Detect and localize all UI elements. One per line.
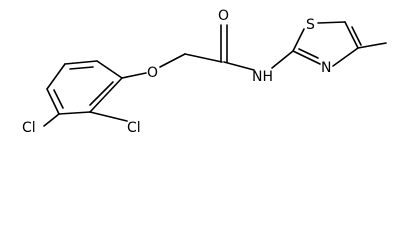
bond [46,88,60,115]
bond-nh-thiazole [271,50,294,69]
bond-carbonyl-nh [223,61,255,71]
atom-label-thiazole-s: S [306,17,315,33]
double-bond-inner [69,66,94,70]
bond [292,28,305,52]
atom-label-thiazole-n: N [321,60,331,76]
bond [344,21,359,49]
bond [332,47,359,67]
bond-to-right-cl [89,111,128,122]
benzene-ring [46,60,123,115]
double-bond-inner [351,26,362,46]
double-bond-inner [89,81,114,106]
double-bond-inner [298,48,319,59]
thiazole-ring [292,21,362,67]
atom-label-cl-left: Cl [22,120,36,136]
bond [64,60,98,65]
bond [292,50,321,65]
atom-label-carbonyl-o: O [218,8,229,24]
bond-methyl [357,42,387,49]
bond-to-left-cl [43,113,60,127]
atom-label-ether-o: O [147,65,158,81]
bond [89,77,123,113]
bond-ether-o-ch2 [159,53,186,68]
atom-label-cl-right: Cl [127,120,141,136]
bond-ring-to-ether-o [121,72,147,79]
double-bond-inner [53,89,64,109]
bond-ch2-carbonyl [184,53,223,63]
bond [58,111,91,115]
bond [96,60,123,79]
bond [46,63,66,90]
bond [317,21,346,24]
atom-label-amide-nh: NH [252,69,273,85]
chemical-structure: Cl Cl O O NH S N [22,8,387,136]
